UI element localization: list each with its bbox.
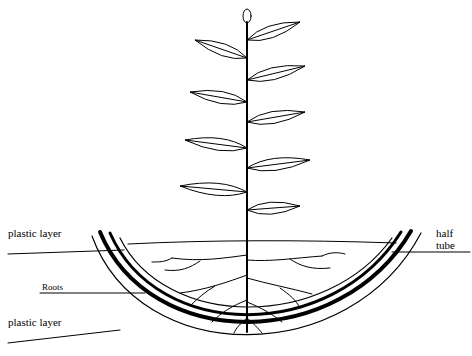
callout-label: Roots — [42, 281, 92, 293]
leaf — [247, 65, 305, 81]
leaf — [195, 40, 247, 59]
leaf — [247, 22, 300, 41]
leaves — [180, 22, 310, 214]
flower-bud — [243, 9, 251, 23]
leader-lines — [8, 250, 470, 343]
plastic-layer — [110, 232, 401, 315]
half-tube — [100, 231, 411, 322]
leaf — [247, 158, 310, 171]
label-text: plastic layer — [8, 316, 68, 328]
leaf-vein — [247, 112, 305, 122]
label-text: plastic layer — [8, 227, 68, 239]
leaf-vein — [247, 206, 300, 210]
leaf-vein — [247, 22, 300, 40]
roots — [152, 253, 345, 333]
outer-plastic-layer — [92, 233, 421, 335]
leaf-vein — [247, 66, 305, 80]
leaf — [190, 90, 247, 104]
leaf — [180, 183, 247, 196]
inner-plastic-layer — [120, 238, 392, 307]
leaf-vein — [180, 186, 247, 192]
stem — [246, 22, 248, 332]
leaf-vein — [247, 160, 310, 168]
leaf — [247, 110, 305, 124]
leaf — [247, 202, 300, 214]
leaf-vein — [195, 40, 247, 58]
leaf — [185, 138, 247, 151]
leaf-vein — [190, 92, 247, 102]
leaf-vein — [185, 140, 247, 148]
label-text: half tube — [436, 227, 470, 251]
soil-surface — [128, 241, 396, 244]
